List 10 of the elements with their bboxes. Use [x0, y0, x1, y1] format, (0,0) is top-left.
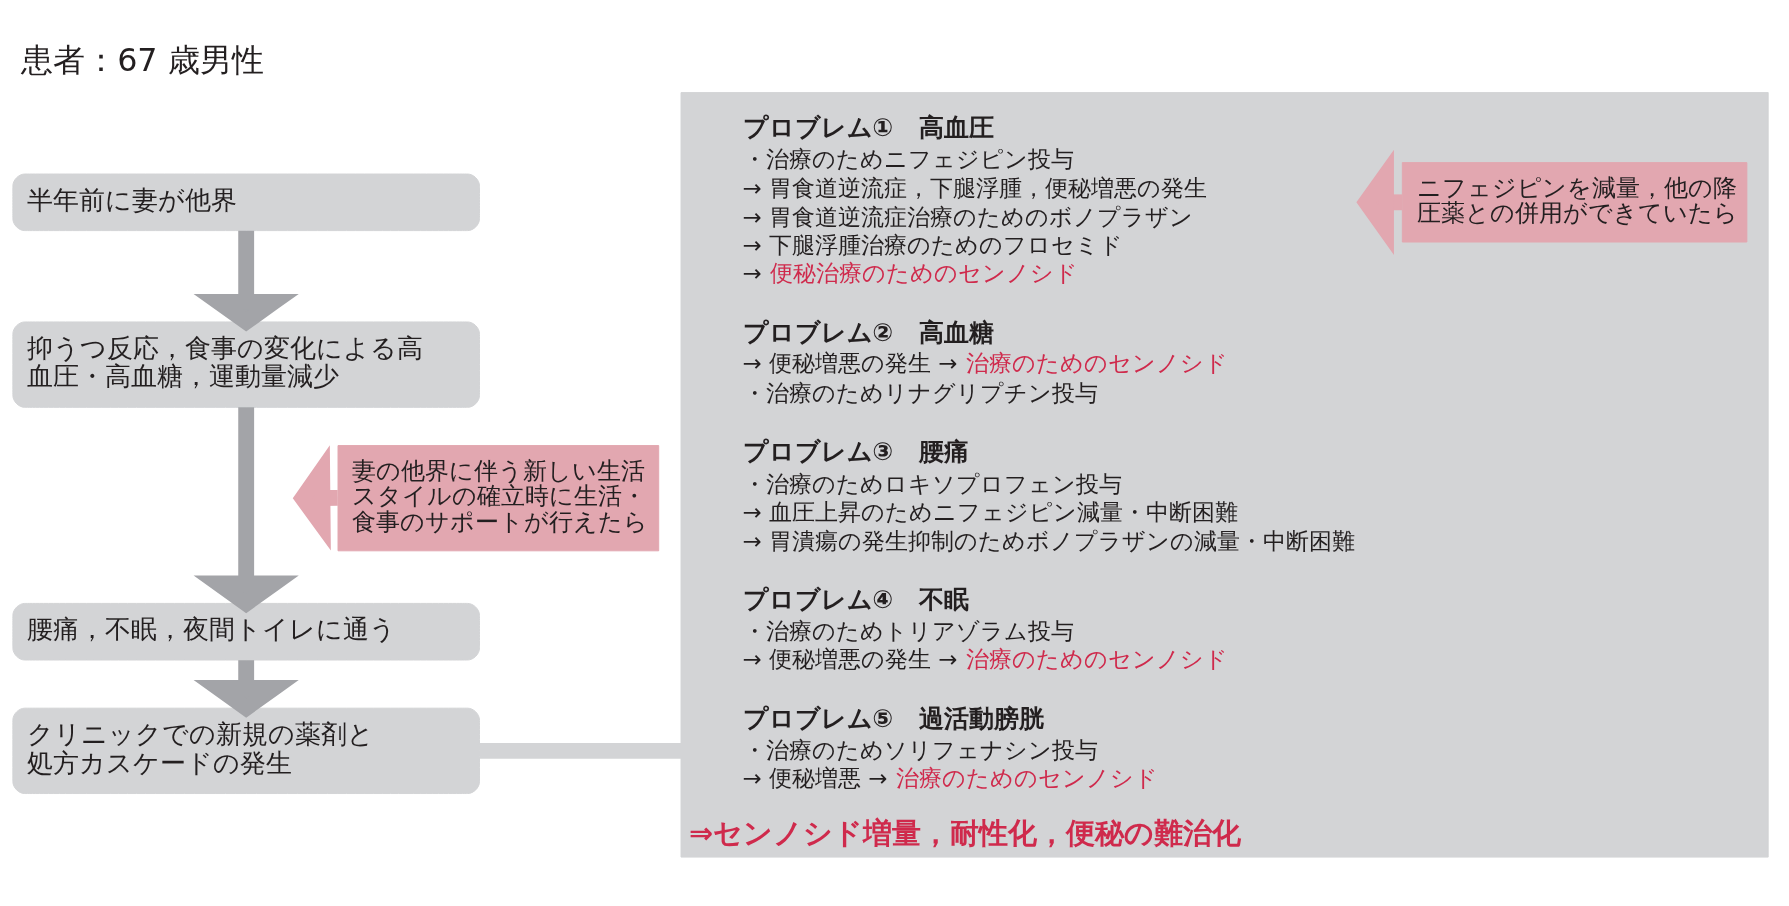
- node-text: プロブレム① 高血圧 ・治療のためニフェジピン投与 → 胃食道逆流症，下腿浮腫，便秘増悪の発生 → 胃食道逆流症治療のためのボノプラザン → 下腿浮腫治療のためのフロセミド → 便秘治療のためのセンノシド: [742, 112, 1207, 286]
- arrow: [193, 230, 299, 331]
- arrow: [193, 406, 299, 613]
- node-text: プロブレム③ 腰痛 ・治療のためロキソプロフェン投与 → 血圧上昇のためニフェジピン減量・中断困難 → 胃潰瘍の発生抑制のためボノプラザンの減量・中断困難: [742, 436, 1355, 554]
- arrow: [193, 659, 299, 718]
- node-text: プロブレム④ 不眠 ・治療のためトリアゾラム投与 → 便秘増悪の発生 → 治療のためのセンノシド: [742, 584, 1228, 672]
- connector: [479, 742, 682, 759]
- node-text: プロブレム② 高血糖 → 便秘増悪の発生 → 治療のためのセンノシド ・治療のためリナグリプチン投与: [742, 317, 1228, 406]
- diagram-title: 患者：67 歳男性: [21, 41, 264, 78]
- node-text: プロブレム⑤ 過活動膀胱 ・治療のためソリフェナシン投与 → 便秘増悪 → 治療のためのセンノシド: [742, 703, 1159, 791]
